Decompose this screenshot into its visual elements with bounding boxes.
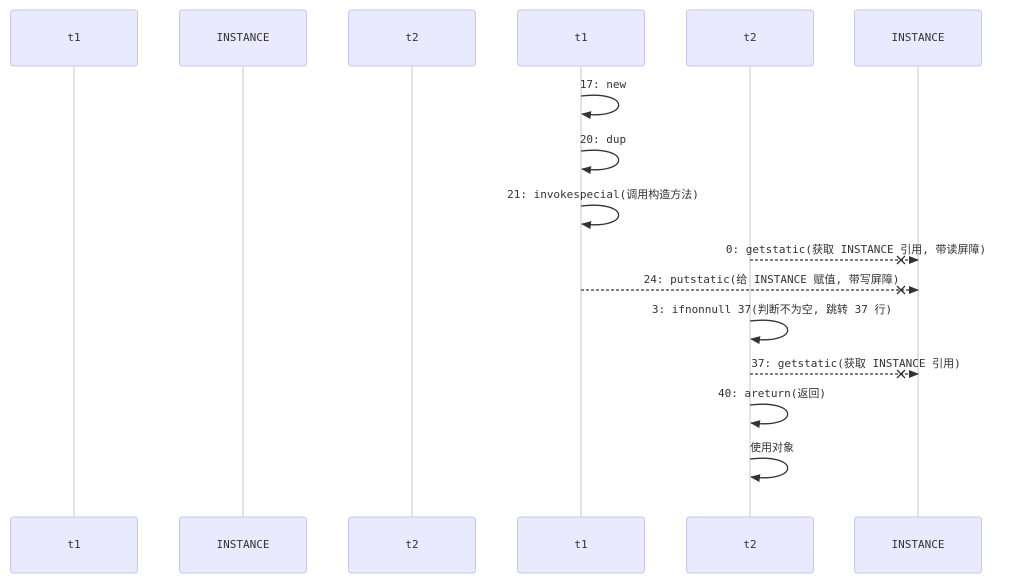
message-label: 37: getstatic(获取 INSTANCE 引用) — [751, 356, 961, 370]
participant-top: INSTANCE — [179, 9, 307, 67]
message: 3: ifnonnull 37(判断不为空, 跳转 37 行) — [652, 302, 892, 345]
participant-label: t1 — [574, 538, 587, 551]
participant-box — [348, 9, 476, 67]
participant-box — [517, 9, 645, 67]
participant-bottom: t1 — [517, 516, 645, 574]
participant-box — [179, 516, 307, 574]
message-label: 17: new — [580, 78, 627, 91]
message-label: 20: dup — [580, 133, 626, 146]
participant-bottom: INSTANCE — [179, 516, 307, 574]
cross-icon — [896, 285, 906, 295]
message-label: 0: getstatic(获取 INSTANCE 引用, 带读屏障) — [726, 242, 986, 256]
message: 0: getstatic(获取 INSTANCE 引用, 带读屏障) — [726, 242, 986, 265]
participant-label: INSTANCE — [892, 538, 945, 551]
participant-box — [10, 516, 138, 574]
participant-box — [854, 9, 982, 67]
participant-top: INSTANCE — [854, 9, 982, 67]
participant-bottom: INSTANCE — [854, 516, 982, 574]
message: 37: getstatic(获取 INSTANCE 引用) — [750, 356, 961, 379]
message: 21: invokespecial(调用构造方法) — [507, 187, 699, 230]
self-message-arrow — [749, 403, 789, 429]
message-label: 21: invokespecial(调用构造方法) — [507, 187, 699, 201]
message-label: 3: ifnonnull 37(判断不为空, 跳转 37 行) — [652, 302, 892, 316]
participant-bottom: t2 — [686, 516, 814, 574]
participant-label: t1 — [574, 31, 587, 44]
participant-label: t2 — [405, 538, 418, 551]
cross-icon — [896, 255, 906, 265]
participant-label: INSTANCE — [892, 31, 945, 44]
participant-top: t2 — [686, 9, 814, 67]
participant-box — [10, 9, 138, 67]
message: 使用对象 — [749, 440, 794, 483]
participant-label: t2 — [743, 538, 756, 551]
participant-box — [686, 9, 814, 67]
participant-box — [348, 516, 476, 574]
message: 40: areturn(返回) — [718, 387, 826, 429]
self-message-arrow — [749, 319, 789, 345]
participant-box — [179, 9, 307, 67]
participant-label: INSTANCE — [217, 538, 270, 551]
participant-bottom: t1 — [10, 516, 138, 574]
participant-top: t1 — [10, 9, 138, 67]
message: 24: putstatic(给 INSTANCE 赋值, 带写屏障) — [581, 272, 919, 295]
participant-box — [517, 516, 645, 574]
cross-icon — [896, 369, 906, 379]
participant-top: t2 — [348, 9, 476, 67]
message-label: 40: areturn(返回) — [718, 387, 826, 400]
participant-label: t1 — [67, 538, 80, 551]
participant-label: t2 — [743, 31, 756, 44]
self-message-arrow — [580, 94, 620, 120]
message-label: 使用对象 — [750, 440, 794, 454]
participant-box — [686, 516, 814, 574]
message-label: 24: putstatic(给 INSTANCE 赋值, 带写屏障) — [644, 272, 900, 286]
message: 17: new — [580, 78, 627, 120]
message: 20: dup — [580, 133, 626, 175]
self-message-arrow — [580, 204, 620, 230]
participant-label: t2 — [405, 31, 418, 44]
participant-top: t1 — [517, 9, 645, 67]
participant-box — [854, 516, 982, 574]
participant-bottom: t2 — [348, 516, 476, 574]
self-message-arrow — [580, 149, 620, 175]
participant-label: INSTANCE — [217, 31, 270, 44]
participant-label: t1 — [67, 31, 80, 44]
self-message-arrow — [749, 457, 789, 483]
